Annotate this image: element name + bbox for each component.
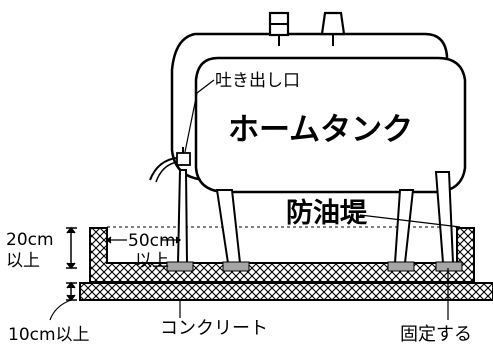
leg-front-left [215,189,242,264]
leg-rear-left [176,169,189,264]
leg-rear-right [393,189,415,264]
anchor-plate-3 [387,261,415,272]
wall-height-dimension [66,226,77,270]
base-leader [49,299,72,321]
base-thickness-label: 10cm以上 [8,325,90,345]
leader-lines [49,79,461,321]
anchor-plates [166,261,463,272]
tank-filler-cap [320,11,346,46]
base-thickness-dimension [66,281,77,302]
outlet-valve [149,147,191,183]
tank-vent [268,11,290,46]
anchor-plate-2 [222,261,250,272]
anchor-plate-4 [435,261,463,272]
leg-clearance-suffix: 以上 [135,251,169,271]
dike-label: 防油堤 [286,198,368,229]
dike-leader [359,214,461,228]
wall-height-label: 20cm [6,230,54,250]
fix-label: 固定する [400,324,472,345]
outlet-leader [184,79,215,153]
leg-clearance-label: 50cm [128,231,176,251]
anchor-plate-1 [166,261,194,272]
leg-front-right [434,171,455,264]
concrete-label: コンクリート [160,318,268,339]
outlet-label: 吐き出し口 [215,71,300,91]
wall-height-suffix: 以上 [6,251,40,271]
tank-label: ホームタンク [228,112,413,148]
leg-clearance-dimension [105,236,182,244]
concrete-base [79,282,493,301]
